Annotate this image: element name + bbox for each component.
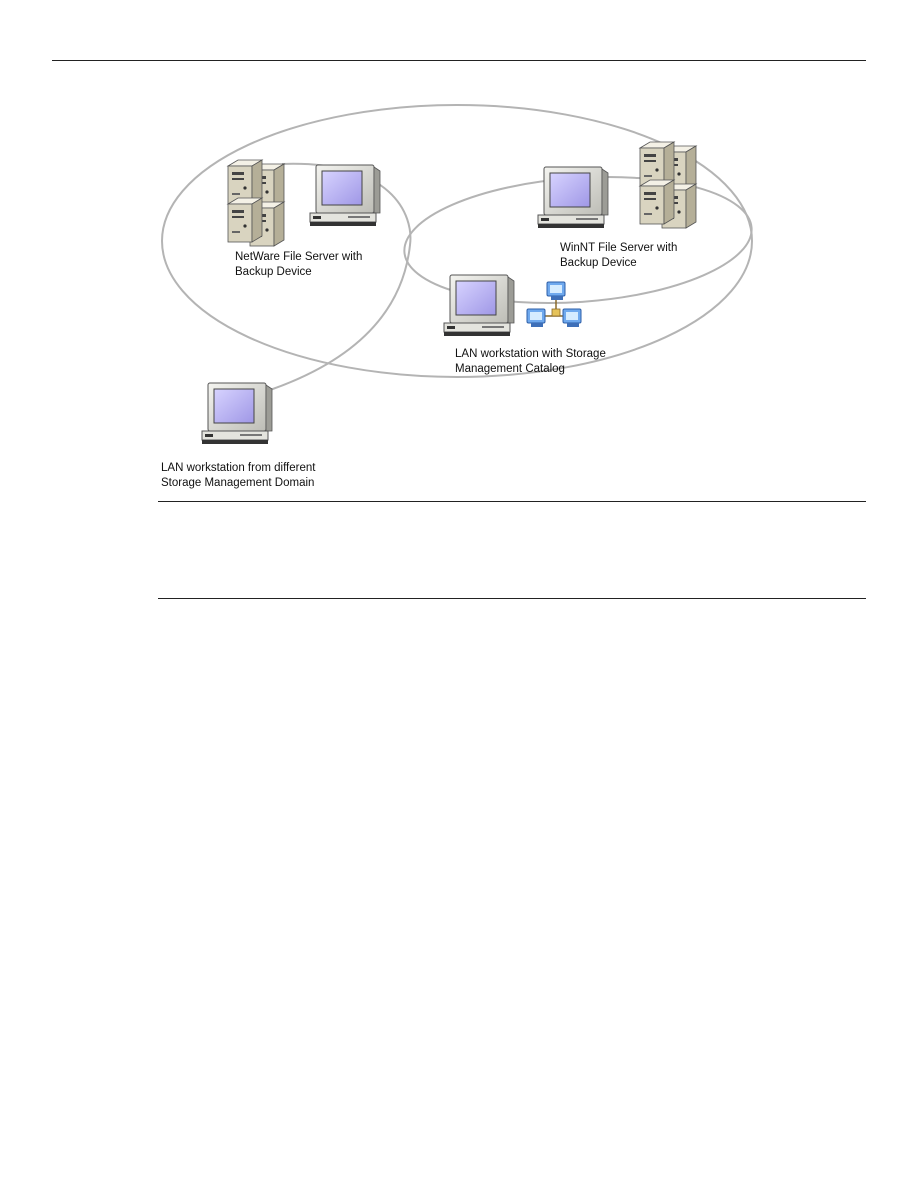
caption-rule-bottom	[158, 598, 866, 599]
winnt-workstation-icon	[537, 166, 609, 229]
winnt-server-label: WinNT File Server with Backup Device	[560, 242, 681, 269]
header-rule	[52, 60, 866, 61]
netware-server-label-line1: NetWare File Server with	[235, 251, 362, 263]
netware-server-icon	[228, 160, 284, 246]
catalog-workstation-label: LAN workstation with Storage Management …	[455, 348, 609, 375]
storage-domain-ellipse	[161, 104, 753, 378]
remote-workstation-label: LAN workstation from different Storage M…	[161, 462, 319, 489]
netware-server-label-line2: Backup Device	[235, 266, 312, 278]
netware-workstation-icon	[309, 164, 381, 227]
network-catalog-icon	[526, 281, 582, 328]
winnt-server-label-line1: WinNT File Server with	[560, 242, 677, 254]
remote-workstation-label-line2: Storage Management Domain	[161, 477, 314, 489]
winnt-server-icon	[640, 142, 696, 228]
catalog-workstation-icon	[443, 274, 515, 337]
remote-workstation-icon	[201, 382, 273, 445]
remote-workstation-label-line1: LAN workstation from different	[161, 462, 316, 474]
catalog-workstation-label-line2: Management Catalog	[455, 363, 565, 375]
netware-server-label: NetWare File Server with Backup Device	[235, 251, 366, 278]
caption-rule-top	[158, 501, 866, 502]
winnt-server-label-line2: Backup Device	[560, 257, 637, 269]
catalog-workstation-label-line1: LAN workstation with Storage	[455, 348, 606, 360]
